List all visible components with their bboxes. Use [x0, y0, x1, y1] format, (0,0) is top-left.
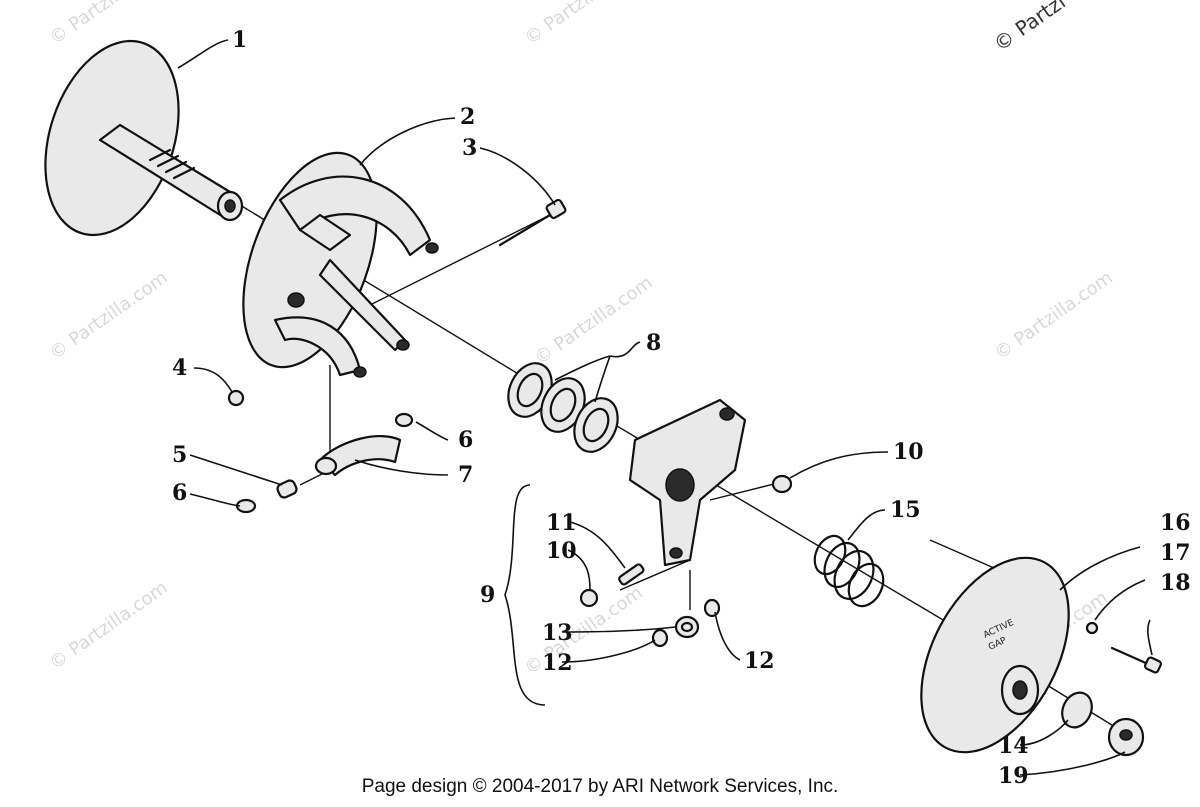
part-cover: ACTIVE GAP [920, 556, 1070, 754]
watermark: © Partzilla.com [46, 0, 172, 49]
callout-label: 6 [172, 480, 187, 506]
callout-label: 13 [542, 620, 573, 646]
callout-label: 15 [890, 497, 921, 523]
part-spring [813, 534, 885, 608]
callout-label: 1 [232, 27, 247, 53]
watermark: © Partzilla.com [991, 267, 1117, 364]
callout-label: 10 [546, 538, 577, 564]
callout-label: 2 [460, 104, 475, 130]
part-fixed-sheave [44, 39, 244, 237]
part-screw [1085, 621, 1162, 674]
callout-label: 12 [542, 650, 573, 676]
part-cap [1061, 691, 1145, 757]
watermark-corner: © Partzi [989, 0, 1070, 56]
callout-label: 16 [1160, 510, 1191, 536]
page-footer: Page design © 2004-2017 by ARI Network S… [361, 776, 839, 797]
part-washers [507, 362, 619, 453]
part-moveable-sheave [242, 151, 439, 378]
callout-label: 5 [172, 442, 187, 468]
callout-label: 3 [462, 135, 477, 161]
callout-label: 11 [546, 510, 577, 536]
part-roller-arm [235, 412, 414, 514]
callout-label: 7 [458, 462, 473, 488]
watermark: © Partzilla.com [46, 577, 172, 674]
part-bolt [498, 198, 567, 247]
part-spider [579, 398, 793, 648]
callout-label: 8 [646, 330, 661, 356]
watermark: © Partzilla.com [46, 267, 172, 364]
watermark: © Partzilla.com [521, 0, 647, 49]
callout-label: 4 [172, 355, 187, 381]
leader-lines [177, 39, 1153, 776]
bracket-9 [504, 484, 546, 706]
watermarks: © Partzilla.com © Partzilla.com © Partzi… [46, 0, 1117, 684]
callout-label: 12 [744, 648, 775, 674]
callout-label: 10 [893, 439, 924, 465]
callout-label: 19 [998, 763, 1029, 789]
callout-label: 9 [480, 582, 495, 608]
watermark: © Partzilla.com [531, 272, 657, 369]
part-nut-4 [227, 389, 245, 407]
callout-label: 18 [1160, 570, 1191, 596]
callouts: 1 2 3 4 5 6 7 6 8 10 15 16 17 18 11 10 9… [172, 27, 1191, 789]
callout-label: 17 [1160, 540, 1191, 566]
callout-label: 14 [998, 733, 1029, 759]
callout-label: 6 [458, 427, 473, 453]
